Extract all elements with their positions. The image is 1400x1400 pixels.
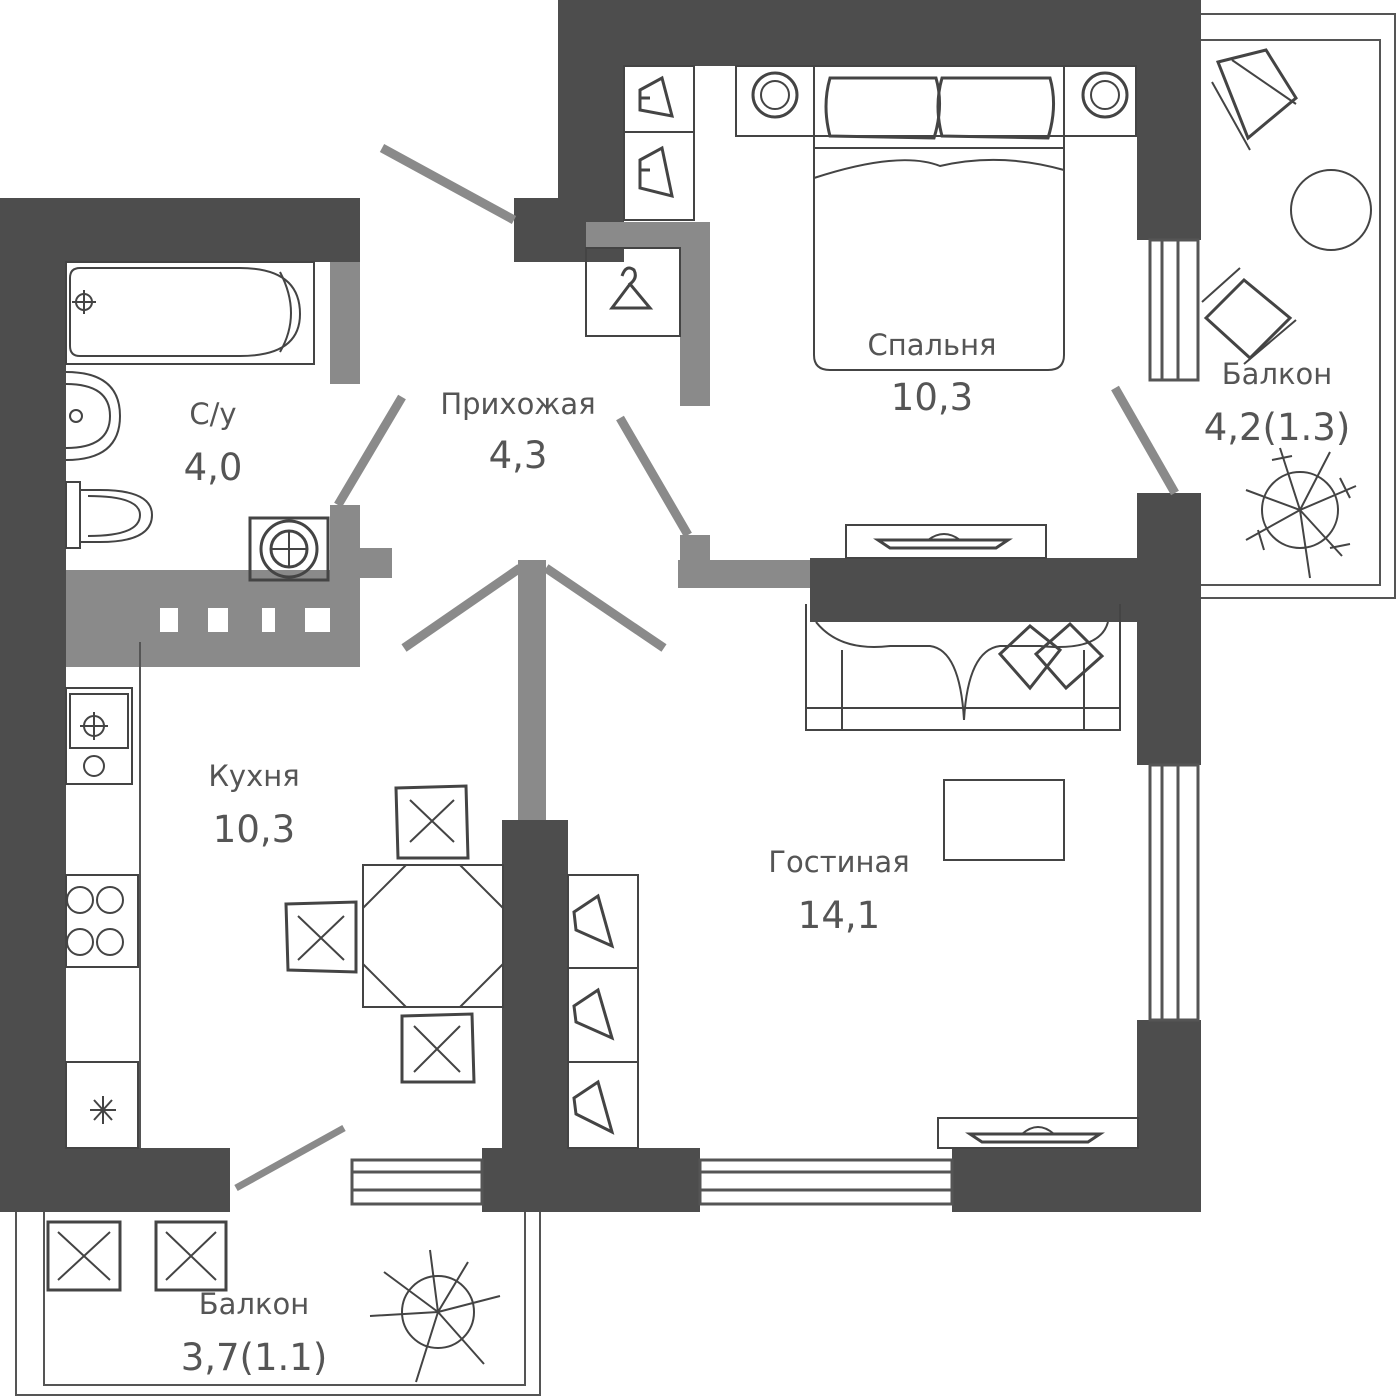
room-label-balcony-right: Балкон 4,2(1.3) bbox=[1204, 357, 1351, 449]
room-name: Гостиная bbox=[768, 845, 909, 879]
coffee-table-icon bbox=[943, 779, 1065, 861]
balcony-bottom-outline bbox=[15, 1212, 541, 1396]
sink-icon bbox=[65, 371, 122, 461]
balcony-table-icon bbox=[1290, 169, 1372, 251]
room-name: Спальня bbox=[867, 328, 996, 362]
doors bbox=[234, 144, 1179, 1192]
room-name: Прихожая bbox=[440, 387, 595, 421]
windows bbox=[350, 238, 1200, 1206]
plant-bottom-icon bbox=[369, 1249, 501, 1383]
balcony-chair-bottom-icon bbox=[1201, 267, 1297, 365]
dining-table-icon bbox=[362, 864, 504, 1008]
exterior-walls bbox=[0, 0, 1201, 1212]
room-area: 3,7(1.1) bbox=[181, 1336, 328, 1379]
plant-right-icon bbox=[1245, 447, 1357, 579]
room-name: Кухня bbox=[208, 759, 299, 793]
room-label-hallway: Прихожая 4,3 bbox=[440, 387, 595, 477]
nightstand-right-icon bbox=[1081, 71, 1129, 119]
room-area: 14,1 bbox=[798, 894, 880, 937]
stove-icon bbox=[65, 874, 139, 968]
tv-unit-icon bbox=[937, 1117, 1139, 1149]
toilet-icon bbox=[65, 481, 154, 549]
room-label-living-room: Гостиная 14,1 bbox=[768, 845, 909, 937]
kitchen-counter-icon bbox=[65, 642, 141, 1148]
room-name: Балкон bbox=[1222, 357, 1332, 391]
nightstand-left-icon bbox=[751, 71, 799, 119]
sofa-icon bbox=[805, 604, 1121, 731]
room-name: С/у bbox=[189, 397, 236, 431]
room-label-kitchen: Кухня 10,3 bbox=[208, 759, 299, 851]
balcony-right-outline bbox=[1200, 13, 1396, 599]
dining-chairs-icon bbox=[284, 784, 476, 1084]
room-area: 10,3 bbox=[213, 808, 295, 851]
bedroom-tv-icon bbox=[845, 524, 1047, 559]
living-wardrobe-icon bbox=[567, 874, 639, 1149]
partitions bbox=[66, 222, 810, 820]
room-name: Балкон bbox=[199, 1287, 309, 1321]
washing-machine-icon bbox=[248, 516, 330, 582]
room-label-balcony-bottom: Балкон 3,7(1.1) bbox=[181, 1287, 328, 1379]
room-area: 4,0 bbox=[184, 446, 243, 489]
room-label-bathroom: С/у 4,0 bbox=[184, 397, 243, 489]
wardrobe-icon bbox=[585, 65, 695, 337]
balcony-bottom-chairs-icon bbox=[46, 1220, 228, 1292]
bed-icon bbox=[735, 65, 1137, 371]
room-area: 4,3 bbox=[489, 434, 548, 477]
room-area: 10,3 bbox=[891, 376, 973, 419]
room-label-bedroom: Спальня 10,3 bbox=[867, 328, 996, 419]
balcony-chair-top-icon bbox=[1211, 48, 1298, 151]
bathtub-icon bbox=[65, 261, 315, 365]
room-area: 4,2(1.3) bbox=[1204, 406, 1351, 449]
fridge-icon bbox=[65, 1061, 139, 1149]
